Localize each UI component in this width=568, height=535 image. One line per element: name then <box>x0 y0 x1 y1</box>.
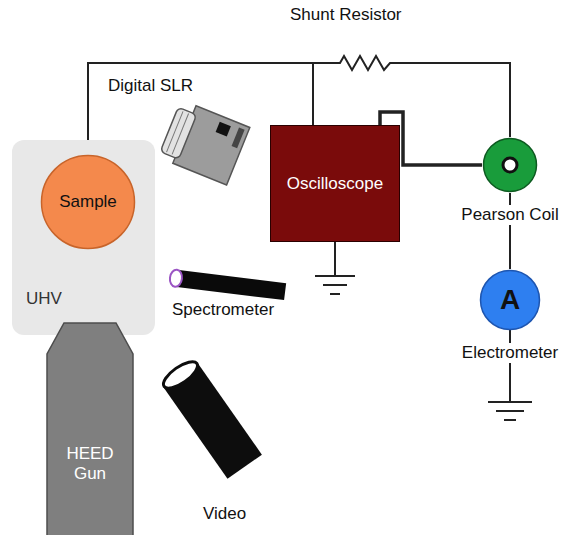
coil-outline <box>482 137 538 193</box>
part-label: Digital SLR <box>108 76 193 96</box>
node-label: A <box>500 285 520 315</box>
sample-circle: Sample <box>40 154 136 250</box>
slr-camera <box>158 100 250 185</box>
ground-symbol <box>315 242 355 294</box>
gun-outline <box>46 322 134 535</box>
uhv-chamber: UHV Sample <box>12 140 155 335</box>
resistor-symbol <box>330 56 406 70</box>
part-label: Shunt Resistor <box>290 5 402 25</box>
electrometer: A Electrometer <box>440 269 568 363</box>
part-label: Spectrometer <box>172 300 274 320</box>
node-label: HEED Gun <box>60 444 120 535</box>
node-label: Electrometer <box>460 343 560 363</box>
spectrometer-probe <box>169 269 286 300</box>
video-camera <box>159 356 262 478</box>
node-label: UHV <box>26 289 62 309</box>
pearson-coil: Pearson Coil <box>450 137 568 225</box>
heed-gun: HEED Gun <box>46 322 134 535</box>
meter-face: A <box>479 269 541 331</box>
oscilloscope-box: Oscilloscope <box>270 125 400 242</box>
node-label: Pearson Coil <box>459 205 560 225</box>
node-label: Sample <box>59 192 117 212</box>
node-label: Oscilloscope <box>287 174 383 194</box>
part-label: Video <box>203 504 246 524</box>
